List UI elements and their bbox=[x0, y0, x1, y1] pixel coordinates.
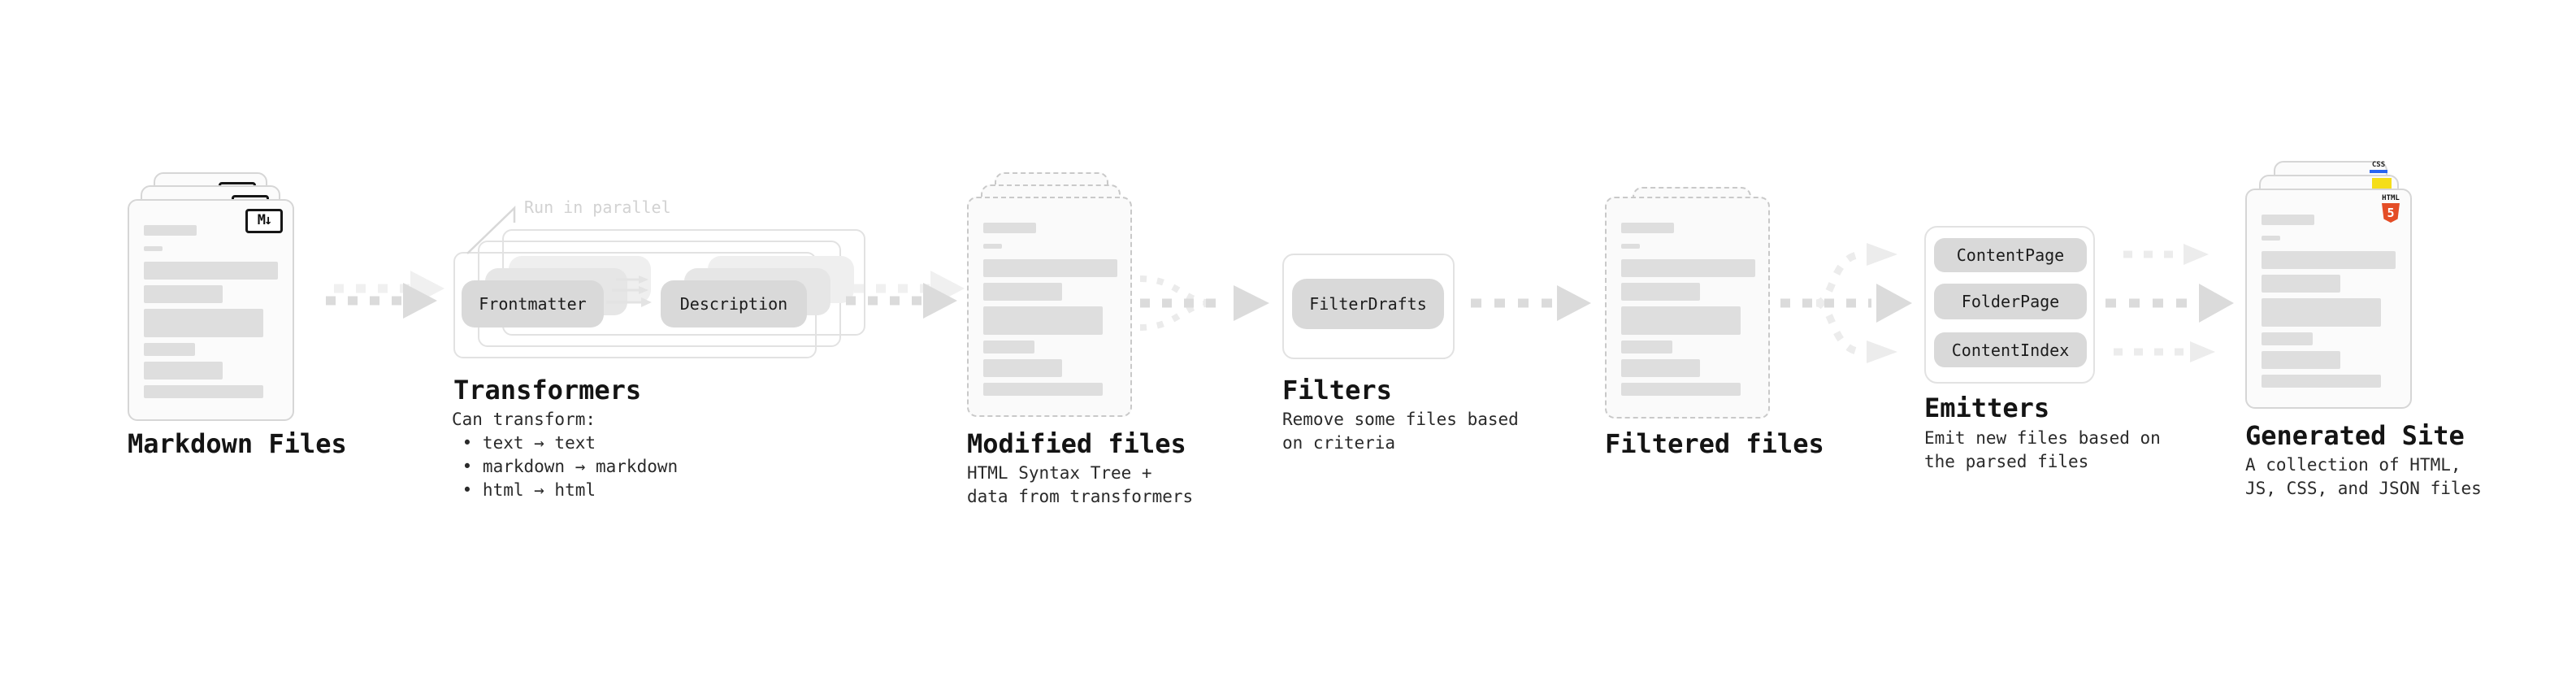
filters-label: Filters bbox=[1282, 375, 1392, 406]
description-chip: Description bbox=[661, 280, 807, 327]
desc-line: • markdown → markdown bbox=[452, 457, 679, 476]
arrow-modified-to-filters-icon bbox=[1139, 275, 1269, 331]
desc-line: • text → text bbox=[452, 433, 596, 453]
doc-content-line bbox=[983, 223, 1036, 233]
doc-content-line bbox=[2262, 236, 2280, 241]
doc-skeleton-lines bbox=[129, 201, 293, 419]
folderpage-chip: FolderPage bbox=[1934, 284, 2087, 319]
doc-skeleton-lines bbox=[969, 198, 1130, 415]
doc-content-line bbox=[983, 340, 1034, 354]
doc-content-line bbox=[144, 285, 223, 303]
run-in-parallel-note: Run in parallel bbox=[524, 197, 671, 217]
desc-line: A collection of HTML, bbox=[2245, 455, 2461, 475]
doc-content-line bbox=[983, 283, 1062, 301]
doc-content-line bbox=[144, 225, 197, 236]
site-file-card-html: HTML 5 bbox=[2245, 189, 2412, 409]
generated-site-description: A collection of HTML, JS, CSS, and JSON … bbox=[2245, 453, 2482, 501]
html5-word: HTML bbox=[2382, 194, 2400, 202]
doc-content-line bbox=[144, 343, 195, 356]
markdown-file-card-front: M↓ bbox=[128, 199, 294, 421]
emitters-label: Emitters bbox=[1924, 393, 2050, 423]
desc-line: on criteria bbox=[1282, 433, 1396, 453]
doc-content-line bbox=[144, 262, 278, 280]
doc-content-line bbox=[2262, 351, 2340, 369]
filters-box bbox=[1282, 254, 1455, 359]
doc-content-line bbox=[144, 362, 223, 380]
doc-content-line bbox=[1621, 340, 1672, 354]
modified-file-card-front bbox=[967, 197, 1132, 417]
doc-content-line bbox=[983, 359, 1062, 377]
desc-line: data from transformers bbox=[967, 487, 1194, 506]
doc-content-line bbox=[983, 244, 1002, 249]
frontmatter-chip: Frontmatter bbox=[462, 280, 604, 327]
arrow-transformers-to-modified-icon bbox=[846, 271, 965, 319]
doc-content-line bbox=[2262, 298, 2381, 327]
modified-files-description: HTML Syntax Tree + data from transformer… bbox=[967, 462, 1193, 509]
desc-line: Remove some files based bbox=[1282, 410, 1519, 429]
contentindex-chip: ContentIndex bbox=[1934, 332, 2087, 367]
doc-skeleton-lines bbox=[2247, 190, 2410, 407]
html5-icon: HTML 5 bbox=[2379, 194, 2402, 223]
css-badge-text: CSS bbox=[2371, 161, 2386, 169]
doc-content-line bbox=[2262, 332, 2313, 345]
emitters-description: Emit new files based on the parsed files bbox=[1924, 427, 2161, 474]
filterdrafts-chip: FilterDrafts bbox=[1292, 279, 1444, 329]
arrow-markdown-to-transformers-icon bbox=[326, 271, 445, 319]
doc-content-line bbox=[2262, 375, 2381, 388]
doc-content-line bbox=[1621, 283, 1700, 301]
doc-skeleton-lines bbox=[1607, 198, 1768, 417]
transformers-description: Can transform: • text → text • markdown … bbox=[452, 408, 678, 502]
doc-content-line bbox=[1621, 306, 1741, 335]
html5-shield: 5 bbox=[2382, 203, 2400, 223]
doc-content-line bbox=[1621, 244, 1640, 249]
desc-line: Emit new files based on bbox=[1924, 428, 2161, 448]
doc-content-line bbox=[983, 383, 1103, 396]
contentpage-chip: ContentPage bbox=[1934, 238, 2087, 272]
desc-line: the parsed files bbox=[1924, 452, 2089, 471]
doc-content-line bbox=[983, 306, 1103, 335]
filters-description: Remove some files based on criteria bbox=[1282, 408, 1519, 455]
desc-line: JS, CSS, and JSON files bbox=[2245, 479, 2482, 498]
desc-line: • html → html bbox=[452, 480, 596, 500]
doc-content-line bbox=[2262, 215, 2314, 225]
desc-line: HTML Syntax Tree + bbox=[967, 463, 1152, 483]
transformers-label: Transformers bbox=[453, 375, 642, 406]
doc-content-line bbox=[1621, 359, 1700, 377]
doc-content-line bbox=[2262, 275, 2340, 293]
parallel-arrows-icon bbox=[606, 275, 652, 307]
doc-content-line bbox=[144, 385, 263, 398]
modified-files-label: Modified files bbox=[967, 428, 1186, 459]
markdown-files-label: Markdown Files bbox=[128, 428, 347, 459]
emitters-box bbox=[1924, 226, 2095, 384]
doc-content-line bbox=[1621, 259, 1755, 277]
css-underline bbox=[2370, 170, 2387, 173]
generated-site-label: Generated Site bbox=[2245, 420, 2465, 451]
css-file-icon: CSS bbox=[2368, 162, 2389, 173]
doc-content-line bbox=[983, 259, 1117, 277]
doc-content-line bbox=[144, 309, 263, 337]
doc-content-line bbox=[1621, 223, 1674, 233]
callout-line-icon bbox=[466, 206, 516, 254]
arrow-filters-to-filtered-icon bbox=[1471, 285, 1591, 321]
arrow-filtered-to-emitters-icon bbox=[1780, 243, 1912, 363]
doc-content-line bbox=[144, 246, 163, 251]
markdown-icon: M↓ bbox=[245, 209, 283, 233]
doc-content-line bbox=[2262, 251, 2396, 269]
arrow-emitters-to-site-icon bbox=[2105, 244, 2234, 362]
doc-content-line bbox=[1621, 383, 1741, 396]
filtered-files-label: Filtered files bbox=[1605, 428, 1824, 459]
desc-line: Can transform: bbox=[452, 410, 596, 429]
filtered-file-card-front bbox=[1605, 197, 1770, 419]
